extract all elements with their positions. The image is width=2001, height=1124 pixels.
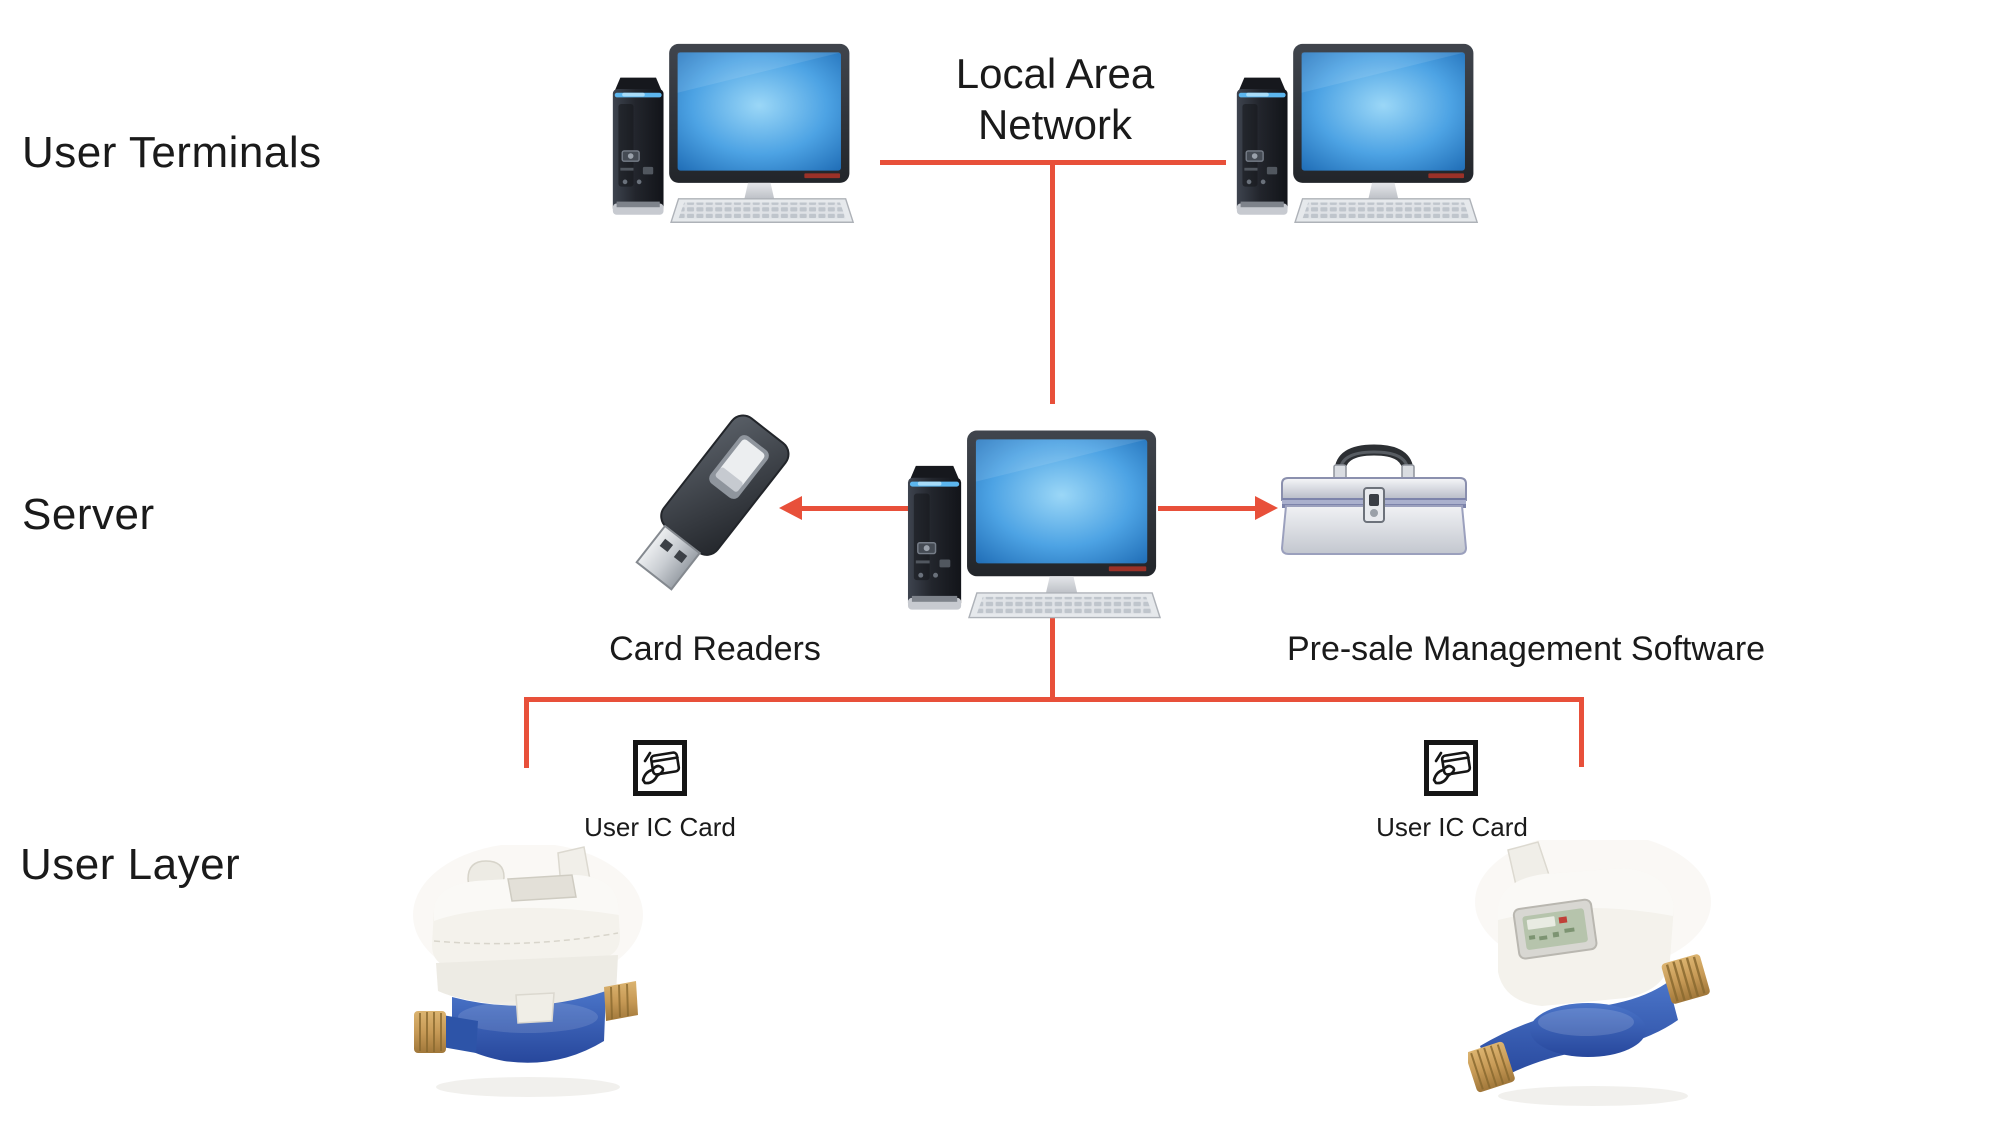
user-terminals-layer-label: User Terminals xyxy=(22,128,322,177)
presale-software-label: Pre-sale Management Software xyxy=(1286,630,1766,668)
cardreader-arrowhead-icon xyxy=(779,496,802,520)
software-arrowhead-icon xyxy=(1255,496,1278,520)
server-to-software-line xyxy=(1158,506,1257,511)
lan-horizontal-line xyxy=(880,160,1226,165)
server-to-cardreader-line xyxy=(798,506,910,511)
branch-right-drop-line xyxy=(1579,697,1584,767)
ic-card-right-label: User IC Card xyxy=(1376,812,1528,842)
ic-card-left-icon xyxy=(633,740,687,796)
lan-to-server-line xyxy=(1050,163,1055,404)
usb-card-reader-icon xyxy=(614,405,800,612)
water-meter-left-icon xyxy=(408,845,648,1105)
userlayer-branch-line xyxy=(524,697,1584,702)
server-layer-label: Server xyxy=(22,490,155,539)
water-meter-right-icon xyxy=(1468,840,1718,1110)
lan-label: Local Area Network xyxy=(955,50,1155,149)
ic-card-right-icon xyxy=(1424,740,1478,796)
user-terminal-right-computer-icon xyxy=(1228,42,1486,226)
user-terminal-left-computer-icon xyxy=(604,42,862,226)
ic-card-left-label: User IC Card xyxy=(584,812,736,842)
card-readers-label: Card Readers xyxy=(609,630,821,668)
server-computer-icon xyxy=(906,428,1162,622)
server-to-userlayer-line xyxy=(1050,616,1055,700)
user-layer-label: User Layer xyxy=(20,840,241,889)
toolbox-icon xyxy=(1278,444,1470,562)
branch-left-drop-line xyxy=(524,697,529,768)
